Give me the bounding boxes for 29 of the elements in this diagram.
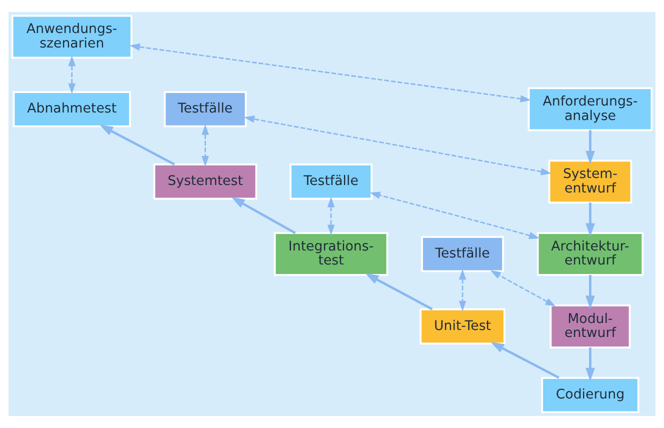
arrow [202,124,209,167]
node-box: Testfälle [421,236,504,272]
node-box: Modul- entwurf [550,304,631,348]
arrow [100,124,176,166]
arrow [458,269,466,312]
arrow [327,196,335,236]
node-box: Abnahmetest [12,91,131,128]
node-box: Systemtest [153,164,258,200]
node-box: Unit-Test [420,308,506,345]
arrow [370,192,540,240]
arrow [231,197,296,234]
arrow [586,202,595,237]
node-box: Anwendungs- szenarien [11,14,132,59]
node-box: Testfälle [290,164,372,200]
node-box: System- entwurf [548,160,632,204]
node-box: Integrations- test [274,232,388,276]
node-box: Anforderungs- analyse [528,87,653,132]
arrow [244,116,552,176]
arrow [68,56,76,94]
arrow [490,342,560,379]
arrow [365,273,433,310]
arrow [129,43,531,102]
node-box: Codierung [541,376,640,414]
arrow [586,347,595,382]
node-box: Architektur- entwurf [536,232,644,276]
arrow [490,270,556,306]
arrow [586,275,595,310]
node-box: Testfälle [164,91,247,128]
arrow [586,130,595,164]
